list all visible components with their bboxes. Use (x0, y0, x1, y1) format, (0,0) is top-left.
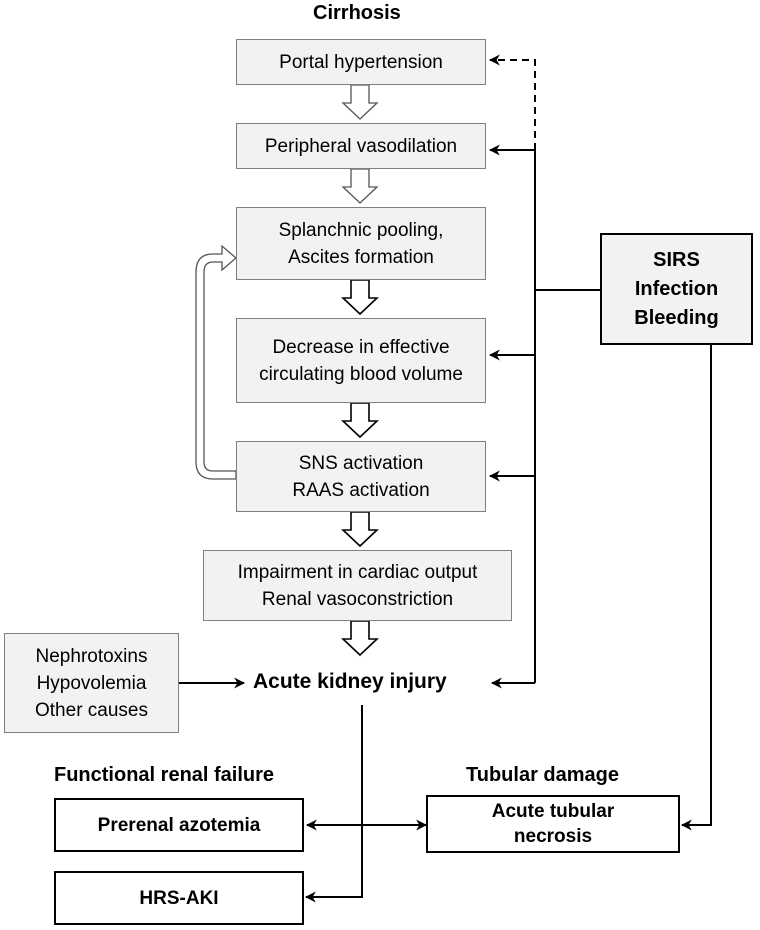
atn-line-1: Acute tubular (491, 801, 615, 822)
sns-line-2: RAAS activation (292, 479, 430, 501)
atn-line-2: necrosis (513, 826, 593, 847)
other-causes-line-2: Hypovolemia (36, 672, 147, 694)
peripheral-vasodilation-label: Peripheral vasodilation (264, 135, 458, 157)
splanchnic-line-1: Splanchnic pooling, (278, 219, 444, 241)
other-causes-box: Nephrotoxins Hypovolemia Other causes (4, 633, 179, 733)
hrs-aki-box: HRS-AKI (54, 871, 304, 925)
functional-renal-failure-heading: Functional renal failure (54, 764, 275, 786)
down-arrow-1 (341, 84, 379, 120)
decrease-blood-volume-box: Decrease in effective circulating blood … (236, 318, 486, 403)
impairment-box: Impairment in cardiac output Renal vasoc… (203, 550, 512, 621)
cascade-down-arrows (341, 84, 379, 204)
down-arrow-3 (340, 279, 380, 316)
tubular-damage-heading: Tubular damage (466, 764, 619, 786)
other-causes-line-3: Other causes (35, 699, 148, 721)
splanchnic-box: Splanchnic pooling, Ascites formation (236, 207, 486, 280)
peripheral-vasodilation-box: Peripheral vasodilation (236, 123, 486, 169)
acute-tubular-necrosis-box: Acute tubular necrosis (426, 795, 680, 853)
sirs-box: SIRS Infection Bleeding (600, 233, 753, 345)
hrs-aki-label: HRS-AKI (139, 887, 219, 909)
prerenal-azotemia-box: Prerenal azotemia (54, 798, 304, 852)
down-arrow-5 (340, 511, 380, 548)
impairment-line-2: Renal vasoconstriction (261, 588, 454, 610)
sirs-to-atn (680, 345, 712, 831)
sirs-line-2: Infection (634, 277, 719, 300)
decrease-line-2: circulating blood volume (259, 363, 463, 385)
down-arrow-4 (340, 402, 380, 439)
sns-line-1: SNS activation (298, 452, 424, 474)
sns-activation-box: SNS activation RAAS activation (236, 441, 486, 512)
feedback-loop-arrow (195, 244, 237, 480)
sirs-connectors (179, 54, 712, 903)
down-arrow-2 (341, 168, 379, 204)
sirs-line-1: SIRS (653, 248, 700, 271)
sirs-line-3: Bleeding (634, 306, 719, 329)
aki-to-hrs (304, 705, 363, 903)
other-causes-line-1: Nephrotoxins (35, 645, 148, 667)
splanchnic-line-2: Ascites formation (288, 246, 434, 268)
diagram-title: Cirrhosis (313, 2, 401, 24)
decrease-line-1: Decrease in effective (272, 336, 450, 358)
dashed-feedback-line (488, 54, 536, 150)
impairment-line-1: Impairment in cardiac output (237, 561, 478, 583)
portal-hypertension-box: Portal hypertension (236, 39, 486, 85)
down-arrow-6 (340, 620, 380, 657)
portal-hypertension-label: Portal hypertension (279, 51, 443, 73)
prerenal-azotemia-label: Prerenal azotemia (97, 814, 261, 836)
aki-label: Acute kidney injury (253, 670, 447, 693)
cascade-down-arrows-solid (340, 279, 380, 657)
